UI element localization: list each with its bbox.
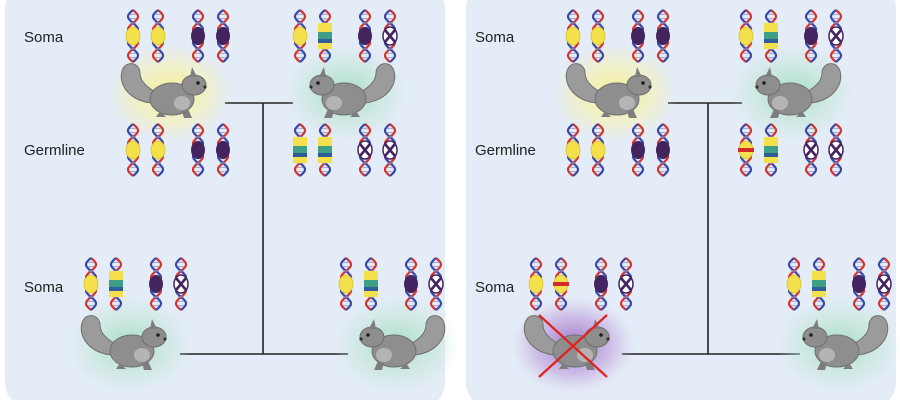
right-panel-parent-2-squirrel — [755, 63, 842, 118]
left-panel-parent-2-soma-chromosome-1 — [292, 9, 308, 63]
left-panel-parent-1-germline-chromosome-2 — [150, 123, 166, 177]
dna-layer — [83, 9, 892, 311]
left-panel-offspring-1-soma-chromosome-3 — [149, 257, 163, 311]
left-panel-offspring-2-soma-chromosome-3 — [404, 257, 418, 311]
left-panel-parent-2-germline-chromosome-2 — [318, 123, 332, 177]
left-soma-label-bottom: Soma — [24, 279, 64, 296]
left-panel-parent-1-soma-chromosome-2 — [150, 9, 166, 63]
left-panel-parent-1-soma-chromosome-3 — [191, 9, 205, 63]
left-panel-parent-2-soma-chromosome-2 — [318, 9, 332, 63]
left-panel-parent-2-squirrel — [309, 63, 396, 118]
left-panel-parent-1-germline-chromosome-3 — [191, 123, 205, 177]
right-panel-parent-1-soma-chromosome-2 — [590, 9, 606, 63]
right-panel-parent-1-germline-chromosome-1 — [565, 123, 581, 177]
right-panel-parent-2-soma-chromosome-4 — [828, 9, 844, 63]
right-panel-parent-2-soma-chromosome-1 — [738, 9, 754, 63]
left-panel-parent-2-soma-chromosome-4 — [382, 9, 398, 63]
left-panel-parent-1-soma-chromosome-1 — [125, 9, 141, 63]
right-panel-offspring-1-soma-chromosome-1 — [528, 257, 544, 311]
marks-layer — [538, 314, 608, 378]
right-panel-offspring-2-soma-chromosome-2 — [812, 257, 826, 311]
left-panel-parent-1-soma-chromosome-4 — [216, 9, 230, 63]
right-panel-parent-1-soma-chromosome-4 — [656, 9, 670, 63]
right-panel-parent-2-germline-chromosome-1 — [738, 123, 754, 177]
right-panel-parent-1-germline-chromosome-3 — [631, 123, 645, 177]
right-panel-parent-1-germline-chromosome-2 — [590, 123, 606, 177]
squirrels-layer — [80, 63, 889, 370]
right-pedigree-lines — [622, 102, 800, 355]
right-soma-label-top: Soma — [475, 29, 515, 46]
right-panel-parent-2-soma-chromosome-3 — [804, 9, 818, 63]
right-panel-parent-2-germline-chromosome-2 — [764, 123, 778, 177]
left-panel-offspring-1-soma-chromosome-2 — [109, 257, 123, 311]
right-panel-offspring-1-soma-chromosome-2 — [553, 257, 569, 311]
right-soma-label-bottom: Soma — [475, 279, 515, 296]
left-pedigree-lines — [180, 102, 348, 355]
left-panel-parent-2-germline-chromosome-1 — [293, 123, 307, 177]
right-panel-parent-1-soma-chromosome-3 — [631, 9, 645, 63]
left-panel-offspring-2-soma-chromosome-2 — [364, 257, 378, 311]
left-panel-parent-1-germline-chromosome-4 — [216, 123, 230, 177]
right-panel-offspring-2-soma-chromosome-1 — [786, 257, 802, 311]
right-panel-parent-1-germline-chromosome-4 — [656, 123, 670, 177]
right-panel-offspring-2-soma-chromosome-4 — [876, 257, 892, 311]
left-panel-parent-1-squirrel — [120, 63, 207, 118]
right-panel-parent-1-soma-chromosome-1 — [565, 9, 581, 63]
right-panel-offspring-2-squirrel — [802, 315, 889, 370]
left-panel-offspring-2-soma-chromosome-4 — [428, 257, 444, 311]
left-panel-offspring-1-squirrel — [80, 315, 167, 370]
left-germline-label: Germline — [24, 142, 85, 159]
left-panel-offspring-1-soma-chromosome-4 — [173, 257, 189, 311]
right-panel-offspring-2-soma-chromosome-3 — [852, 257, 866, 311]
left-panel-offspring-2-soma-chromosome-1 — [338, 257, 354, 311]
right-germline-label: Germline — [475, 142, 536, 159]
right-panel-offspring-1-soma-chromosome-3 — [594, 257, 608, 311]
right-panel-offspring-1-soma-chromosome-4 — [618, 257, 634, 311]
right-panel-offspring-1-dead-cross — [538, 314, 608, 378]
left-panel-offspring-1-soma-chromosome-1 — [83, 257, 99, 311]
left-soma-label-top: Soma — [24, 29, 64, 46]
left-panel-parent-1-germline-chromosome-1 — [125, 123, 141, 177]
left-panel-parent-2-germline-chromosome-4 — [382, 123, 398, 177]
left-panel-offspring-2-squirrel — [359, 315, 446, 370]
left-panel-parent-2-soma-chromosome-3 — [358, 9, 372, 63]
right-panel-parent-1-squirrel — [565, 63, 652, 118]
right-panel-parent-2-germline-chromosome-4 — [828, 123, 844, 177]
right-panel-parent-2-soma-chromosome-2 — [764, 9, 778, 63]
left-panel-parent-2-germline-chromosome-3 — [357, 123, 373, 177]
right-panel-parent-2-germline-chromosome-3 — [803, 123, 819, 177]
